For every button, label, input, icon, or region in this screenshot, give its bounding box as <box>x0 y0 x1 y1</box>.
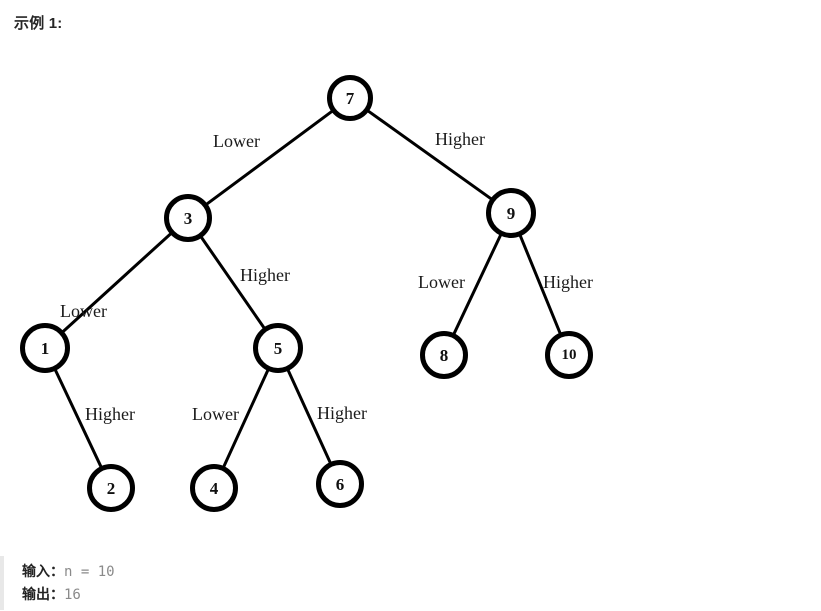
tree-node-label: 3 <box>183 208 193 228</box>
page-title: 示例 1: <box>14 15 63 32</box>
tree-node-10: 10 <box>545 331 593 379</box>
tree-node-4: 4 <box>190 464 238 512</box>
edge-label-3-1: Lower <box>60 301 107 321</box>
tree-edge <box>222 368 270 469</box>
input-label: 输入： <box>22 563 64 579</box>
tree-node-label: 5 <box>273 338 283 358</box>
tree-node-label: 7 <box>345 88 355 108</box>
tree-edge <box>518 233 562 336</box>
tree-edge <box>53 368 103 469</box>
edge-label-9-10: Higher <box>543 272 593 292</box>
edge-label-7-3: Lower <box>213 131 260 151</box>
tree-node-3: 3 <box>164 194 212 242</box>
output-value: 16 <box>64 587 81 603</box>
tree-edge <box>452 233 503 336</box>
edge-label-9-8: Lower <box>418 272 465 292</box>
tree-node-5: 5 <box>253 323 303 373</box>
edge-label-5-4: Lower <box>192 404 239 424</box>
tree-node-label: 10 <box>561 346 577 363</box>
tree-node-8: 8 <box>420 331 468 379</box>
tree-node-label: 2 <box>106 478 116 498</box>
edge-label-7-9: Higher <box>435 129 485 149</box>
tree-node-label: 4 <box>209 478 219 498</box>
tree-node-1: 1 <box>20 323 70 373</box>
output-label: 输出： <box>22 586 64 602</box>
tree-node-label: 8 <box>439 345 449 365</box>
edge-label-1-2: Higher <box>85 404 135 424</box>
tree-edge <box>204 109 334 206</box>
edge-label-5-6: Higher <box>317 403 367 423</box>
edge-label-3-5: Higher <box>240 265 290 285</box>
tree-node-6: 6 <box>316 460 364 508</box>
tree-node-2: 2 <box>87 464 135 512</box>
example-io-block: 输入：n = 10 输出：16 <box>0 556 821 610</box>
tree-node-label: 6 <box>335 474 345 494</box>
tree-edges-layer <box>53 109 562 469</box>
tree-node-label: 9 <box>506 203 516 223</box>
tree-edge <box>199 235 266 330</box>
tree-node-7: 7 <box>327 75 373 121</box>
tree-edge <box>286 368 332 465</box>
tree-edge <box>61 231 173 334</box>
input-value: n = 10 <box>64 564 115 580</box>
input-line: 输入：n = 10 <box>22 560 821 583</box>
output-line: 输出：16 <box>22 583 821 606</box>
tree-node-label: 1 <box>40 338 50 358</box>
tree-node-9: 9 <box>486 188 536 238</box>
tree-edge <box>366 109 493 201</box>
